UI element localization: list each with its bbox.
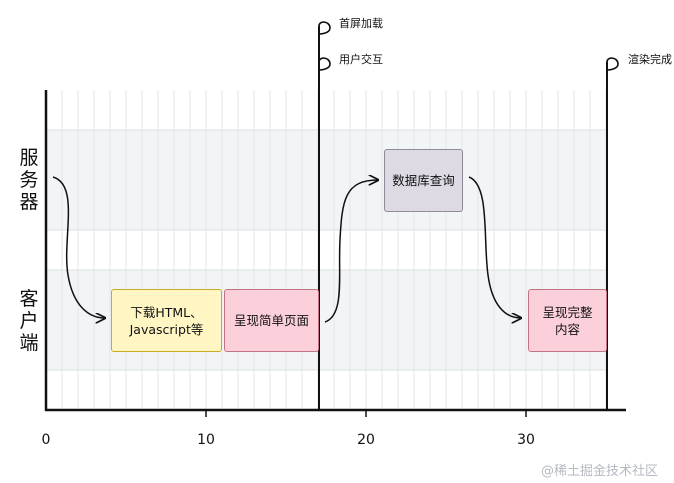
connector-start-to-download [52, 176, 105, 318]
render-full-content-box: 呈现完整 内容 [528, 289, 607, 352]
render-done-flag-icon [606, 57, 619, 71]
first-load-flag-icon [318, 21, 331, 35]
render-done-label: 渲染完成 [628, 53, 672, 66]
interactive-label: 用户交互 [339, 53, 383, 66]
lane-borders [46, 129, 606, 371]
interactive-flag-icon [318, 57, 331, 71]
connector-db-to-full [468, 176, 521, 318]
database-query-box: 数据库查询 [384, 149, 463, 212]
client-lane-label: 客户端 [19, 288, 39, 354]
connector-simple-to-db [324, 180, 378, 323]
render-simple-page-box: 呈现简单页面 [224, 289, 319, 352]
x-tick-label: 0 [41, 432, 51, 448]
server-lane-label: 服务器 [19, 147, 39, 213]
axis-ticks [205, 410, 527, 417]
watermark: @稀土掘金技术社区 [541, 464, 659, 479]
x-tick-label: 20 [357, 432, 375, 448]
x-tick-label: 30 [517, 432, 535, 448]
server-lane-band [46, 130, 606, 230]
download-html-js-box: 下载HTML、 Javascript等 [111, 289, 222, 352]
x-tick-label: 10 [197, 432, 215, 448]
first-load-label: 首屏加载 [339, 17, 383, 30]
